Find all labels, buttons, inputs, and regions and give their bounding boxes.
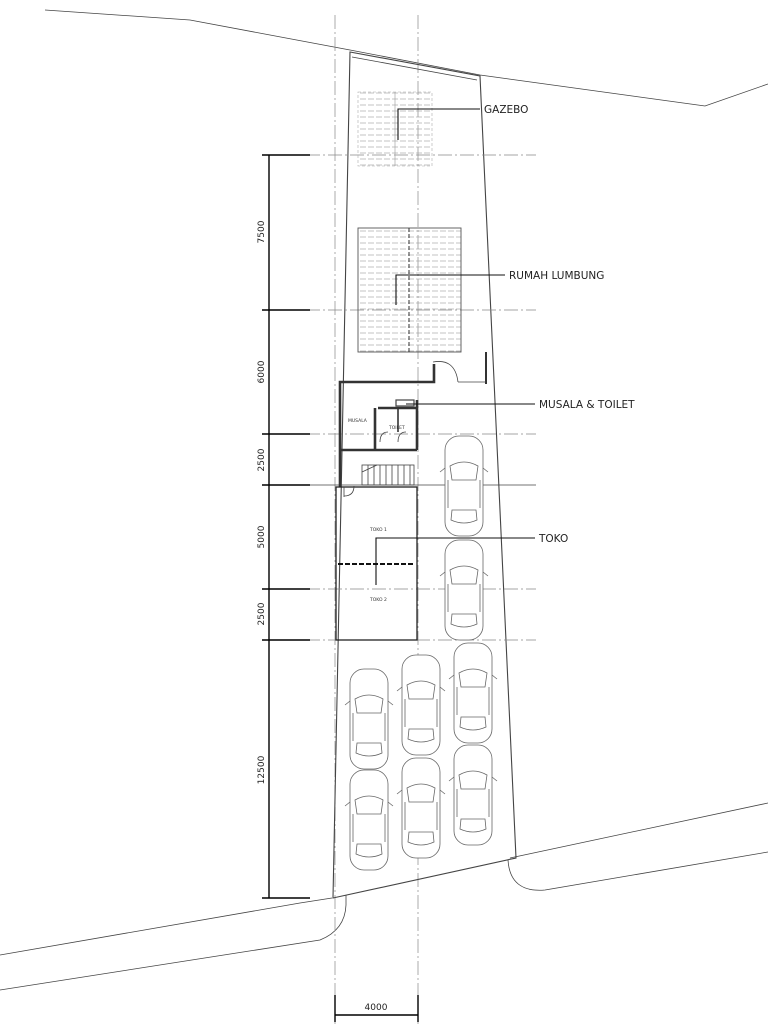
vertical-dimension-chain [262, 154, 310, 899]
label-musala-toilet: MUSALA & TOILET [539, 399, 635, 411]
width-dimension [334, 995, 419, 1022]
room-label-toko-1: TOKO 1 [369, 527, 387, 533]
car [448, 744, 498, 846]
dimension-1: 7500 [257, 220, 267, 243]
room-label-toilet: TOILET [388, 425, 405, 431]
car [439, 435, 489, 537]
label-leaders [375, 108, 535, 585]
car [448, 642, 498, 744]
car [344, 668, 394, 770]
dimension-4: 5000 [257, 525, 267, 548]
door-swing [432, 352, 487, 384]
label-rumah-lumbung: RUMAH LUMBUNG [509, 270, 604, 282]
car [396, 757, 446, 859]
label-gazebo: GAZEBO [484, 104, 528, 116]
plot-outline [332, 51, 517, 899]
stairs [361, 464, 415, 486]
dimension-3: 2500 [257, 448, 267, 471]
dimension-6: 12500 [257, 755, 267, 784]
dimension-width: 4000 [365, 1003, 388, 1013]
dimension-2: 6000 [257, 360, 267, 383]
label-toko: TOKO [538, 533, 568, 545]
dimension-5: 2500 [257, 602, 267, 625]
car [396, 654, 446, 756]
musala-toilet-building [338, 364, 436, 487]
site-boundary-lines [0, 9, 768, 991]
room-label-toko-2: TOKO 2 [369, 597, 387, 603]
rumah-lumbung-roof [357, 227, 462, 353]
parking-cars [344, 435, 498, 871]
room-label-musala: MUSALA [348, 418, 368, 424]
gazebo-roof [357, 91, 433, 167]
car [439, 539, 489, 641]
car [344, 769, 394, 871]
